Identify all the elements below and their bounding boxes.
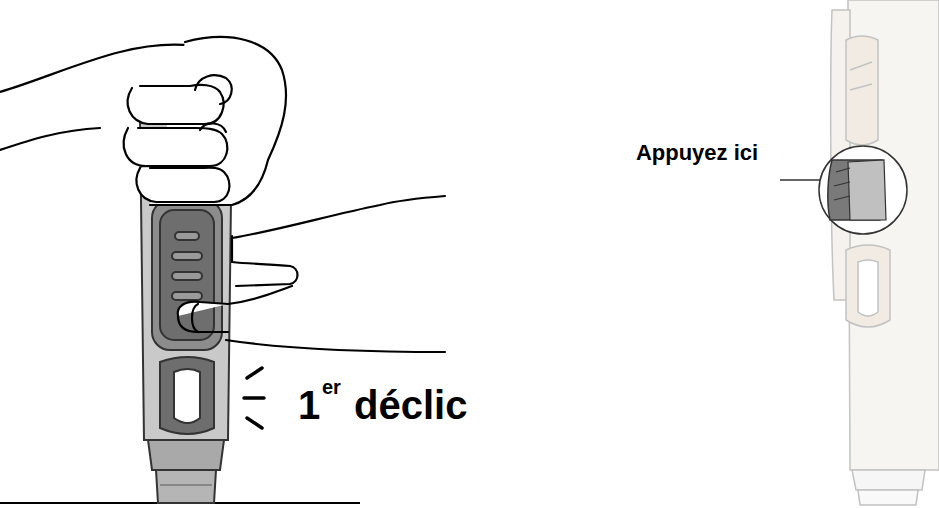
step-label: 1 <box>298 383 320 427</box>
callout-label: Appuyez ici <box>622 137 772 169</box>
click-marks <box>244 368 264 428</box>
step-label: er <box>322 376 341 398</box>
hand <box>0 37 445 352</box>
pen-closeup <box>831 0 939 505</box>
leader-line <box>780 179 820 181</box>
step-label: déclic <box>354 383 467 427</box>
callout-circle <box>819 146 907 234</box>
